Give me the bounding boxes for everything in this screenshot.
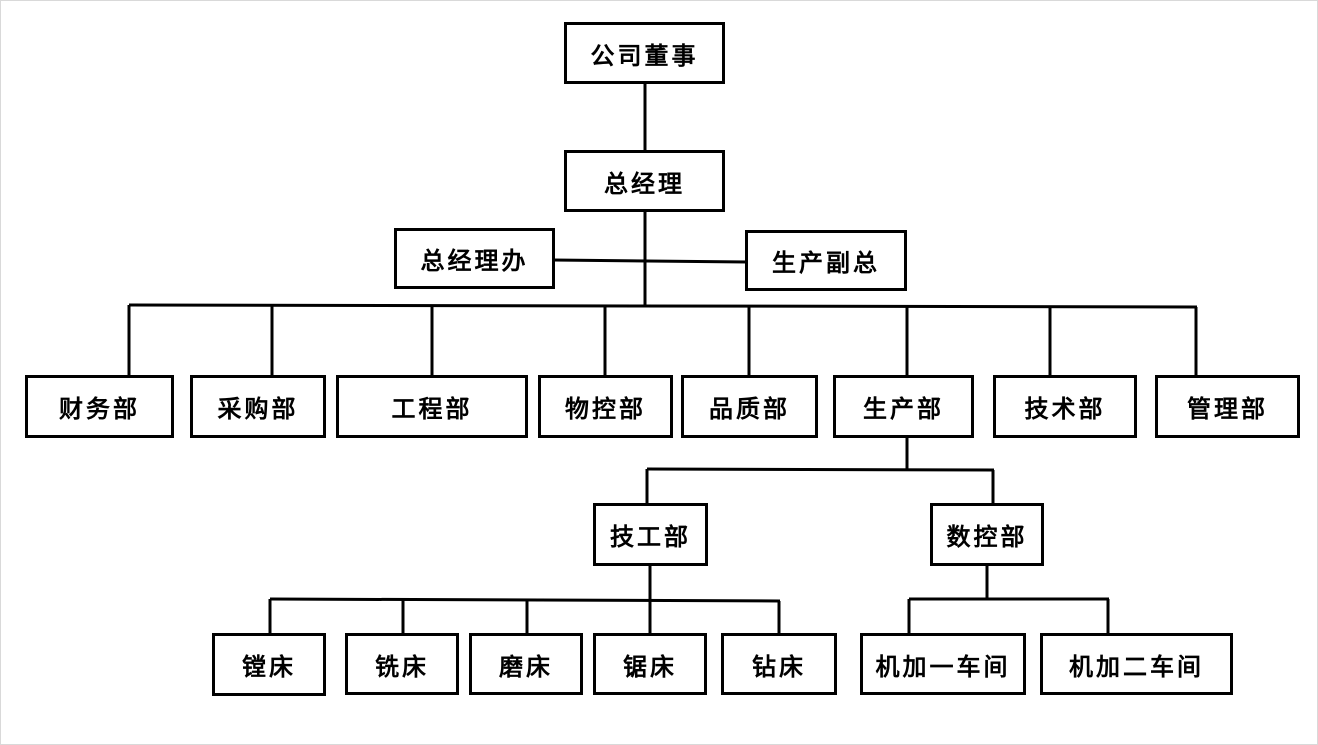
node-dept-finance: 财务部 — [25, 375, 174, 438]
node-tech-workers: 技工部 — [593, 503, 708, 566]
node-workshop-2: 机加二车间 — [1040, 633, 1233, 695]
connector — [269, 597, 781, 603]
node-boring: 镗床 — [212, 633, 326, 696]
node-dept-production: 生产部 — [833, 375, 974, 438]
node-dept-quality: 品质部 — [681, 375, 818, 438]
connector — [646, 467, 995, 472]
connector — [128, 303, 1198, 309]
node-board: 公司董事 — [564, 22, 725, 84]
node-milling: 铣床 — [345, 633, 459, 695]
node-cnc: 数控部 — [930, 503, 1044, 566]
connector — [552, 258, 748, 264]
node-drilling: 钻床 — [721, 633, 837, 695]
node-grinding: 磨床 — [469, 633, 583, 695]
node-general-manager: 总经理 — [564, 150, 725, 212]
node-dept-engineering: 工程部 — [336, 375, 528, 438]
node-workshop-1: 机加一车间 — [860, 633, 1026, 695]
node-dept-management: 管理部 — [1155, 375, 1300, 438]
node-dept-technology: 技术部 — [993, 375, 1137, 438]
node-vp-production: 生产副总 — [745, 230, 907, 291]
node-dept-purchasing: 采购部 — [190, 375, 326, 438]
node-gm-office: 总经理办 — [394, 228, 555, 289]
node-dept-material-control: 物控部 — [538, 375, 673, 438]
node-sawing: 锯床 — [593, 633, 707, 695]
